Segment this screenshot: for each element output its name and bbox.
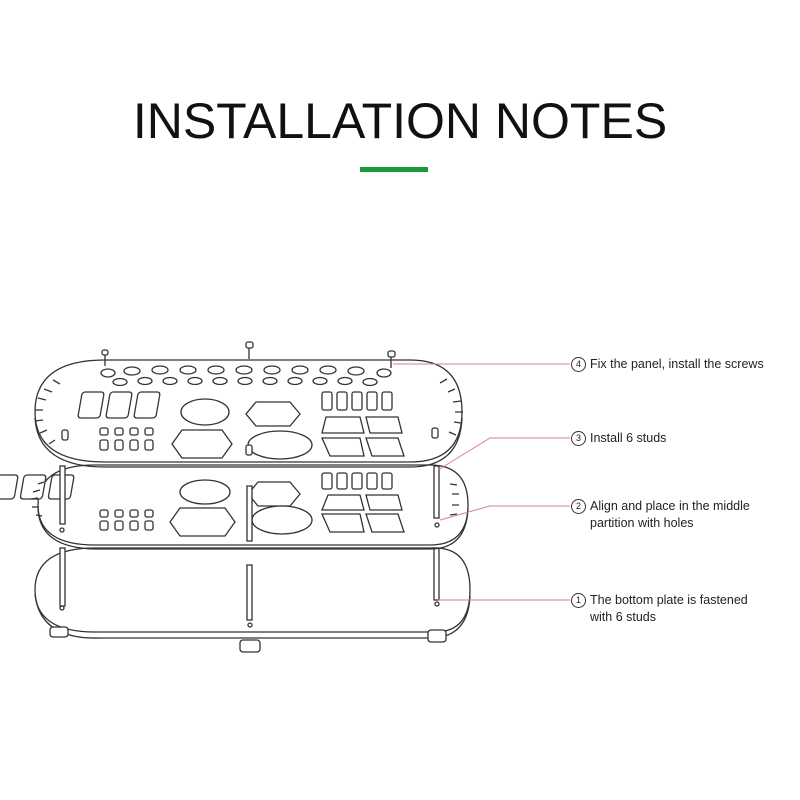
page-title: INSTALLATION NOTES: [132, 93, 668, 149]
title-accent-bar: [360, 167, 428, 172]
middle-plate: [0, 464, 469, 550]
step-1: 1 The bottom plate is fastened with 6 stu…: [571, 592, 748, 626]
step-4-text: Fix the panel, install the screws: [590, 357, 764, 371]
step-4-number: 4: [571, 357, 586, 372]
step-1-text-line2: with 6 studs: [590, 610, 657, 624]
step-2-text-line2: partition with holes: [590, 516, 694, 530]
step-2-text: Align and place in the middle: [590, 499, 750, 513]
studs-upper: [59, 465, 440, 542]
foot-center: [239, 639, 261, 653]
callout-line-2: [439, 505, 570, 521]
callout-line-3: [437, 437, 570, 471]
foot-right: [427, 629, 447, 643]
top-plate: [34, 359, 463, 468]
step-2-number: 2: [571, 499, 586, 514]
step-2: 2 Align and place in the middle partition…: [571, 498, 750, 532]
step-3-number: 3: [571, 431, 586, 446]
step-1-number: 1: [571, 593, 586, 608]
step-3: 3 Install 6 studs: [571, 430, 666, 447]
foot-left: [49, 626, 69, 638]
step-1-text: The bottom plate is fastened: [590, 593, 748, 607]
screws: [61, 341, 439, 456]
step-3-text: Install 6 studs: [590, 431, 667, 445]
callout-lines: [393, 363, 570, 601]
step-4: 4 Fix the panel, install the screws: [571, 356, 764, 373]
